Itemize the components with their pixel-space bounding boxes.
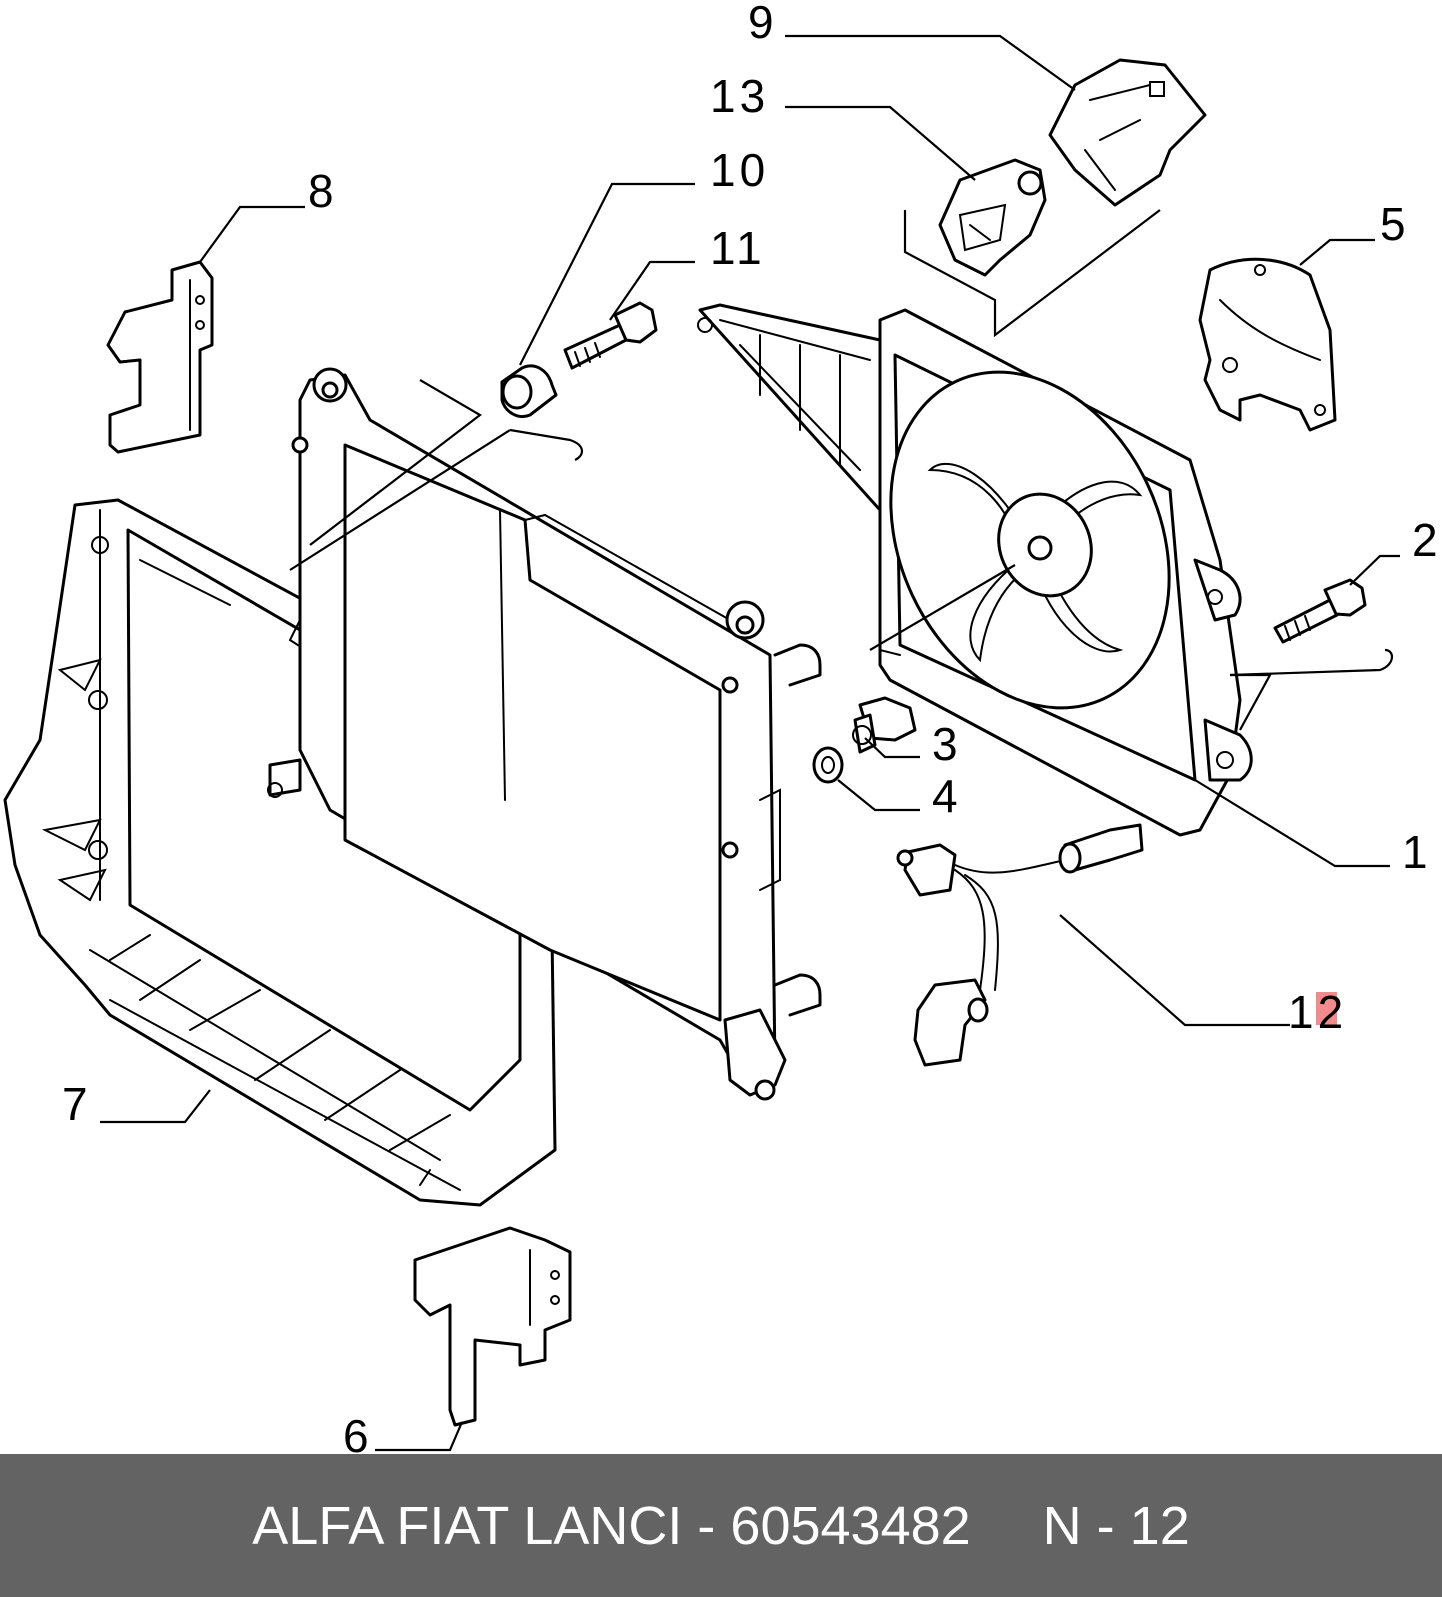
callout-13: 13: [710, 70, 769, 122]
callout-10: 10: [710, 144, 769, 196]
part-4-washer: [812, 746, 844, 784]
part-number-text: ALFA FIAT LANCI - 60543482: [252, 1495, 971, 1556]
part-9-clip: [1048, 58, 1207, 207]
part-13-resistor: [938, 158, 1047, 277]
diagram-reference-text: N - 12: [1042, 1495, 1190, 1556]
exploded-parts-diagram: 9 13 10 11 8 5 2 3 4 1 12 7 6: [3, 0, 1442, 1454]
callout-2: 2: [1412, 514, 1442, 566]
callout-3: 3: [932, 718, 962, 770]
part-3-thermal-switch: [852, 696, 917, 754]
callout-4: 4: [932, 770, 962, 822]
part-5-cover: [1198, 257, 1337, 432]
radiator: [267, 367, 822, 1101]
callout-5: 5: [1380, 198, 1410, 250]
part-1-fan-assembly: [697, 303, 1253, 837]
part-8-upper-bracket: [106, 260, 214, 454]
callout-11: 11: [710, 222, 766, 274]
highlight-marker: [1316, 992, 1337, 1025]
part-10-sleeve: [500, 364, 558, 418]
callout-1: 1: [1402, 826, 1432, 878]
leader-lines: [100, 34, 1400, 1452]
part-2-screw: [1273, 578, 1367, 644]
part-12-wire-harness: [896, 823, 1144, 1067]
part-6-lower-bracket: [413, 1226, 572, 1427]
callout-7: 7: [62, 1078, 92, 1130]
part-11-bolt: [563, 301, 658, 370]
callout-6: 6: [343, 1410, 373, 1454]
callout-numbers: 9 13 10 11 8 5 2 3 4 1 12 7 6: [62, 0, 1442, 1454]
callout-9: 9: [748, 0, 778, 48]
callout-8: 8: [308, 165, 338, 217]
callout-12: 12: [1288, 986, 1347, 1038]
footer-caption-bar: ALFA FIAT LANCI - 60543482 N - 12: [0, 1454, 1442, 1597]
